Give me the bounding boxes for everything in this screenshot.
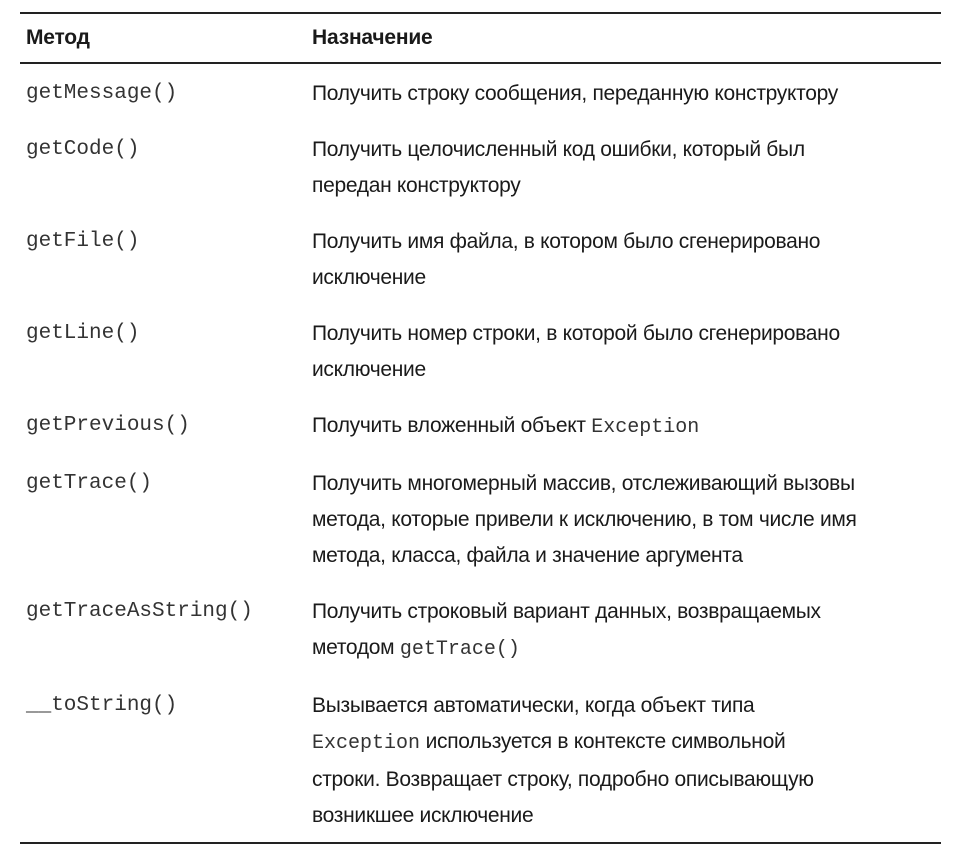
purpose-line: метода, которые привели к исключению, в …	[312, 508, 857, 531]
method-name: getTrace()	[26, 472, 153, 495]
method-purpose: Получить номер строки, в которой было сг…	[312, 316, 941, 388]
table-row: getTraceAsString() Получить строковый ва…	[20, 582, 941, 676]
table-row: getMessage() Получить строку сообщения, …	[20, 64, 941, 120]
method-purpose: Получить строку сообщения, переданную ко…	[312, 76, 941, 112]
exception-methods-table: Метод Назначение getMessage() Получить с…	[20, 12, 941, 844]
purpose-line: Получить строку сообщения, переданную ко…	[312, 82, 838, 105]
column-header-purpose: Назначение	[312, 26, 433, 49]
method-name: getFile()	[26, 230, 140, 253]
purpose-code: Exception	[591, 416, 700, 439]
column-header-method: Метод	[26, 26, 90, 49]
purpose-line: Получить строковый вариант данных, возвр…	[312, 600, 821, 623]
purpose-line: метода, класса, файла и значение аргумен…	[312, 544, 743, 567]
method-purpose: Получить имя файла, в котором было сгене…	[312, 224, 941, 296]
table-row: getPrevious() Получить вложенный объект …	[20, 396, 941, 454]
purpose-line: Получить многомерный массив, отслеживающ…	[312, 472, 855, 495]
method-name: __toString()	[26, 694, 178, 717]
purpose-line: Получить целочисленный код ошибки, котор…	[312, 138, 805, 161]
table-row: getCode() Получить целочисленный код оши…	[20, 120, 941, 212]
purpose-line: Получить имя файла, в котором было сгене…	[312, 230, 821, 253]
purpose-line: строки. Возвращает строку, подробно опис…	[312, 768, 814, 791]
method-name: getPrevious()	[26, 414, 190, 437]
purpose-code: Exception	[312, 732, 421, 755]
purpose-line: методом getTrace()	[312, 630, 933, 668]
method-name: getCode()	[26, 138, 140, 161]
method-purpose: Получить строковый вариант данных, возвр…	[312, 594, 941, 668]
table-row: getLine() Получить номер строки, в котор…	[20, 304, 941, 396]
table-top-rule	[20, 12, 941, 14]
purpose-text: Получить вложенный объект	[312, 414, 592, 437]
purpose-text: используется в контексте символьной	[420, 730, 786, 753]
purpose-line: исключение	[312, 266, 426, 289]
purpose-text: методом	[312, 636, 400, 659]
purpose-code: getTrace()	[399, 638, 520, 661]
table-row: __toString() Вызывается автоматически, к…	[20, 676, 941, 842]
method-purpose: Получить вложенный объект Exception	[312, 408, 941, 446]
purpose-line: Exception используется в контексте симво…	[312, 724, 933, 762]
method-name: getLine()	[26, 322, 140, 345]
purpose-line: Вызывается автоматически, когда объект т…	[312, 694, 755, 717]
method-name: getTraceAsString()	[26, 600, 253, 623]
table-header-rule	[20, 62, 941, 64]
purpose-line: передан конструктору	[312, 174, 521, 197]
method-name: getMessage()	[26, 82, 178, 105]
purpose-line: возникшее исключение	[312, 804, 534, 827]
method-purpose: Получить целочисленный код ошибки, котор…	[312, 132, 941, 204]
purpose-line: исключение	[312, 358, 426, 381]
purpose-line: Получить номер строки, в которой было сг…	[312, 322, 840, 345]
method-purpose: Получить многомерный массив, отслеживающ…	[312, 466, 941, 574]
table-row: getTrace() Получить многомерный массив, …	[20, 454, 941, 582]
method-purpose: Вызывается автоматически, когда объект т…	[312, 688, 941, 834]
table-header-row: Метод Назначение	[20, 14, 941, 62]
table-row: getFile() Получить имя файла, в котором …	[20, 212, 941, 304]
